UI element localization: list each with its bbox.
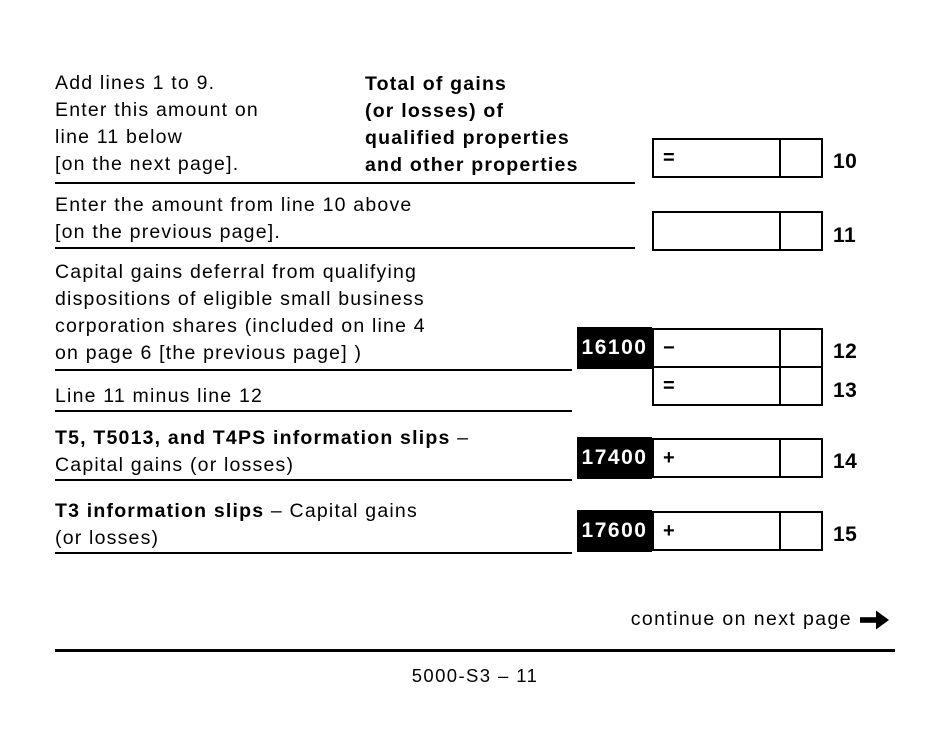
slip-title: T3 information slips (55, 500, 265, 522)
continue-note: continue on next page (500, 608, 890, 631)
line10-dollar-field[interactable]: = (654, 140, 781, 176)
line13-dollar-field[interactable]: = (654, 368, 781, 404)
divider-line (55, 552, 572, 554)
equals-operator: = (663, 374, 675, 397)
text-line: Capital gains deferral from qualifying (55, 261, 418, 283)
line11-amount-box (652, 211, 823, 251)
line13-cents-field[interactable] (781, 368, 821, 404)
text-line: [on the previous page]. (55, 221, 281, 243)
line11-instruction-text: Enter the amount from line 10 above [on … (55, 192, 412, 246)
line10-number: 10 (833, 150, 858, 173)
line14-instruction-text: T5, T5013, and T4PS information slips – … (55, 425, 469, 479)
line15-dollar-field[interactable]: + (654, 513, 781, 549)
line11-dollar-field[interactable] (654, 213, 781, 249)
line10-total-label: Total of gains (or losses) of qualified … (365, 71, 579, 179)
text-line: Line 11 minus line 12 (55, 385, 264, 407)
line15-instruction-text: T3 information slips – Capital gains (or… (55, 498, 418, 552)
slip-title: T5, T5013, and T4PS information slips (55, 427, 451, 449)
right-arrow-icon (860, 609, 890, 631)
line14-number: 14 (833, 450, 858, 473)
divider-line (55, 410, 572, 412)
text-line: corporation shares (included on line 4 (55, 315, 426, 337)
line15-field-code: 17600 (577, 510, 652, 552)
text-line: T3 information slips – Capital gains (55, 498, 418, 525)
minus-operator: − (663, 336, 675, 359)
equals-operator: = (663, 146, 675, 169)
text-line: (or losses) (55, 527, 160, 549)
line11-cents-field[interactable] (781, 213, 821, 249)
text-line: on page 6 [the previous page] ) (55, 342, 363, 364)
line11-number: 11 (833, 224, 857, 247)
line13-number: 13 (833, 379, 858, 402)
line14-cents-field[interactable] (781, 440, 821, 476)
line12-cents-field[interactable] (781, 330, 821, 366)
line10-instruction-text: Add lines 1 to 9. Enter this amount on l… (55, 70, 259, 178)
line14-field-code: 17400 (577, 437, 652, 479)
title-rest: – (450, 427, 470, 449)
text-line: (or losses) of (365, 100, 505, 122)
line13-instruction-text: Line 11 minus line 12 (55, 383, 263, 410)
divider-line (55, 182, 635, 184)
text-line: Add lines 1 to 9. (55, 72, 216, 94)
line15-amount-box: + (652, 511, 823, 551)
plus-operator: + (663, 519, 675, 542)
text-line: Total of gains (365, 73, 508, 95)
text-line: Enter this amount on (55, 99, 259, 121)
divider-line (55, 247, 635, 249)
line15-cents-field[interactable] (781, 513, 821, 549)
text-line: dispositions of eligible small business (55, 288, 425, 310)
line12-amount-box: − (652, 328, 823, 368)
text-line: T5, T5013, and T4PS information slips – (55, 425, 469, 452)
text-line: qualified properties (365, 127, 570, 149)
line12-number: 12 (833, 340, 858, 363)
line14-dollar-field[interactable]: + (654, 440, 781, 476)
text-line: Capital gains (or losses) (55, 454, 295, 476)
line12-field-code: 16100 (577, 327, 652, 369)
text-line: line 11 below (55, 126, 183, 148)
text-line: [on the next page]. (55, 153, 240, 175)
text-line: Enter the amount from line 10 above (55, 194, 413, 216)
line12-instruction-text: Capital gains deferral from qualifying d… (55, 259, 426, 367)
footer-divider-line (55, 649, 895, 652)
line14-amount-box: + (652, 438, 823, 478)
line13-amount-box: = (652, 366, 823, 406)
divider-line (55, 369, 572, 371)
continue-label: continue on next page (630, 608, 852, 630)
plus-operator: + (663, 446, 675, 469)
line12-dollar-field[interactable]: − (654, 330, 781, 366)
line15-number: 15 (833, 523, 858, 546)
form-page-id: 5000-S3 – 11 (411, 665, 539, 686)
text-line: and other properties (365, 154, 579, 176)
divider-line (55, 479, 572, 481)
line10-cents-field[interactable] (781, 140, 821, 176)
title-rest: – Capital gains (264, 500, 418, 522)
line10-amount-box: = (652, 138, 823, 178)
